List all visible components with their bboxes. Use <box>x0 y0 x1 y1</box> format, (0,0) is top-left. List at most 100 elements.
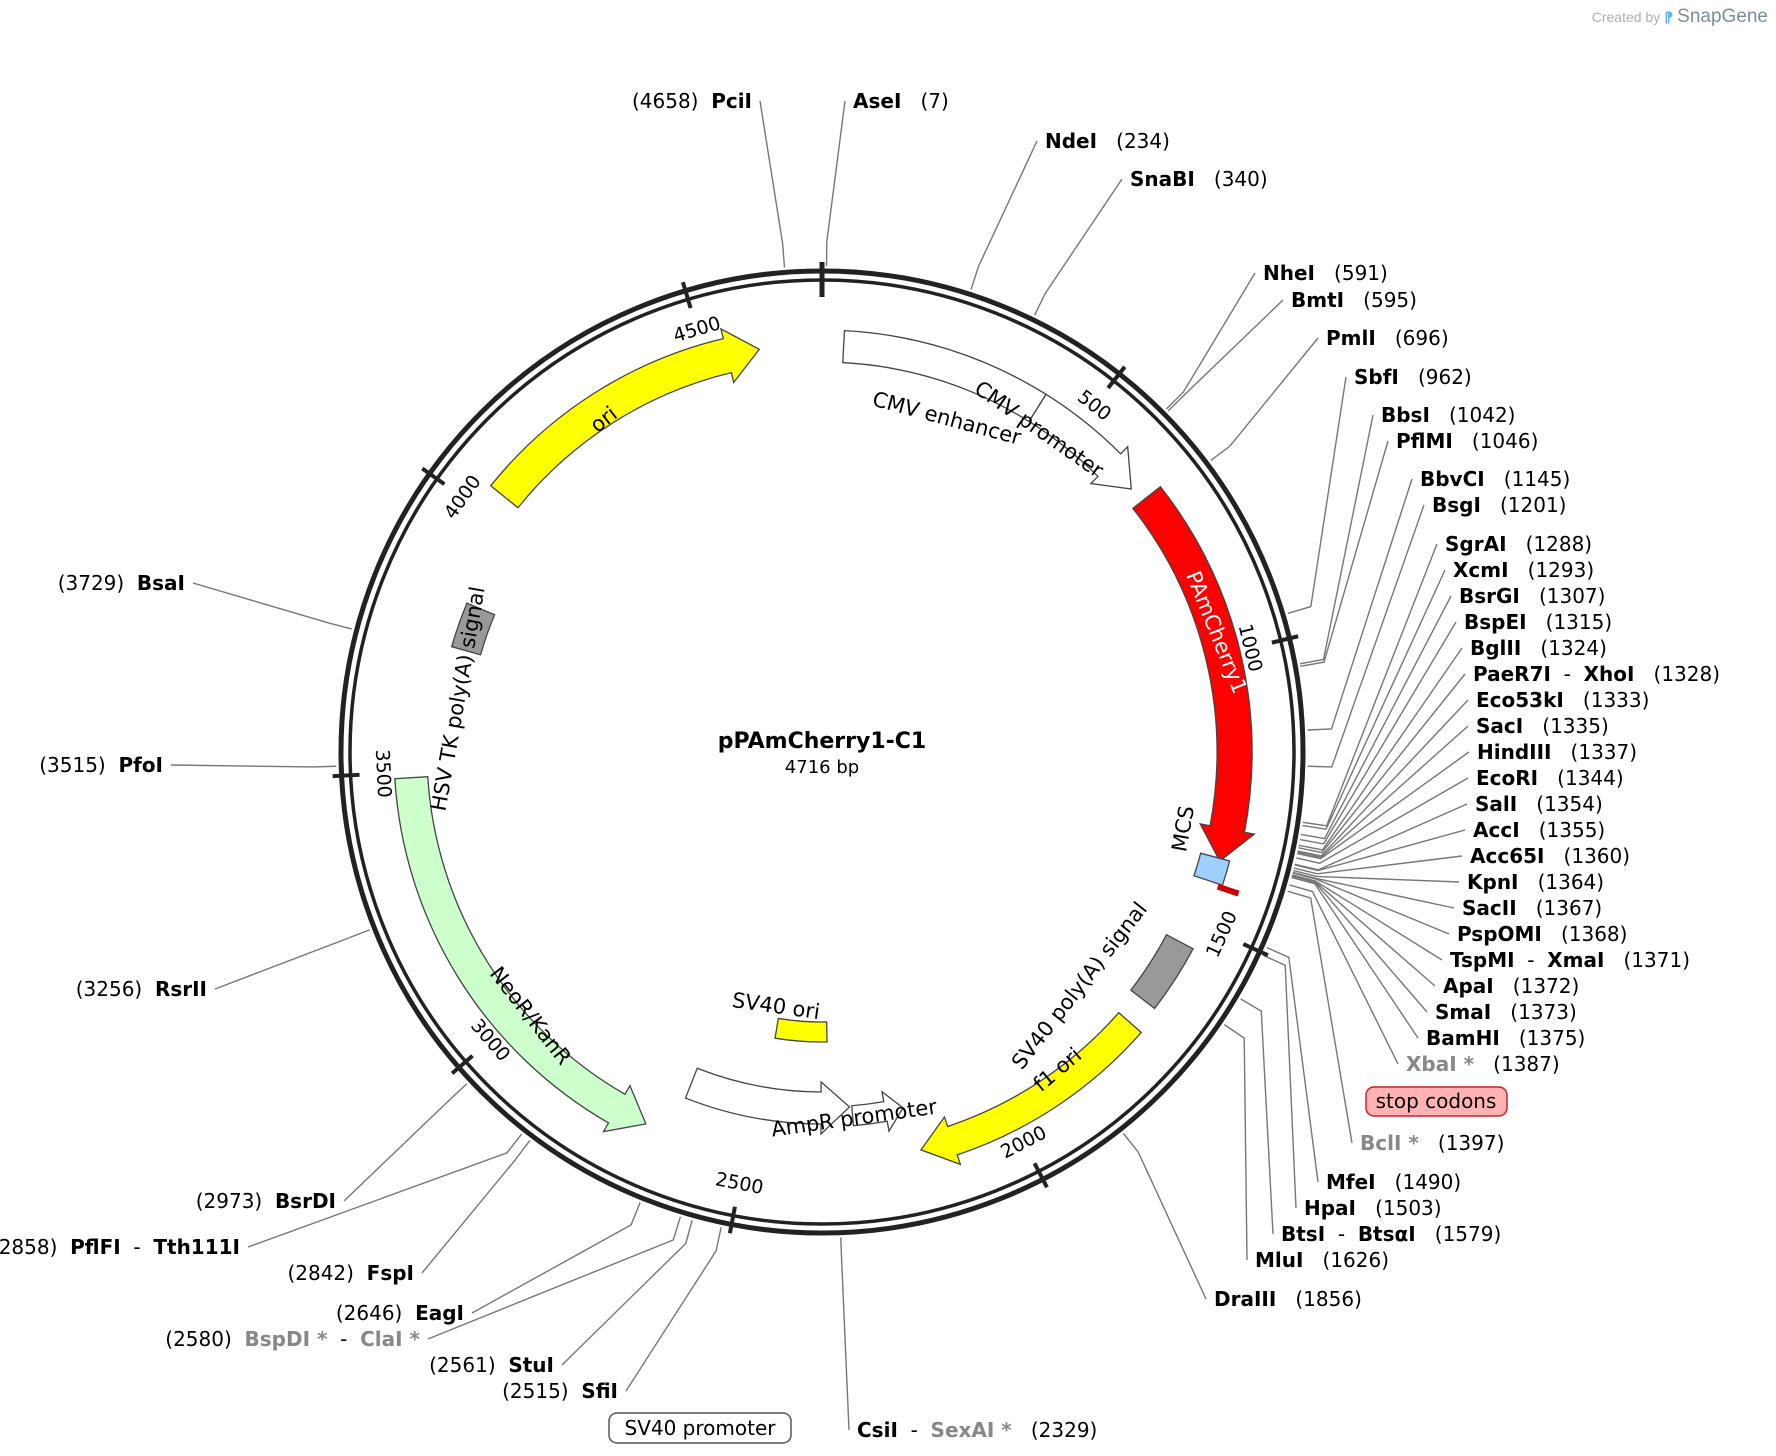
tick-label: 3500 <box>371 749 395 798</box>
site-leader-line <box>1307 478 1413 731</box>
site-leader-line <box>170 764 337 768</box>
site-label-pflmi: PflMI (1046) <box>1396 429 1538 453</box>
site-name: MfeI <box>1326 1170 1376 1194</box>
site-position: (1337) <box>1551 740 1637 764</box>
site-label-sbfi: SbfI (962) <box>1354 365 1472 389</box>
site-label-kpni: KpnI (1364) <box>1467 870 1604 894</box>
stop-codons-badge <box>1365 1086 1508 1117</box>
site-label-ecori: EcoRI (1344) <box>1476 766 1624 790</box>
site-name: EagI <box>415 1301 464 1325</box>
site-leader-line <box>1266 947 1319 1183</box>
tick-mark <box>1106 365 1127 390</box>
site-name: PfoI <box>118 753 163 777</box>
site-label-bbvci: BbvCI (1145) <box>1420 467 1570 491</box>
site-name: AseI <box>853 89 901 113</box>
site-label-btsi: BtsI - BtsαI (1579) <box>1281 1222 1501 1246</box>
site-label-bspdi: (2580) BspDI * - ClaI * <box>165 1327 420 1351</box>
site-name: SalI <box>1475 792 1517 816</box>
site-name-secondary: ClaI * <box>360 1327 420 1351</box>
site-label-sgrai: SgrAI (1288) <box>1445 532 1592 556</box>
site-name: SgrAI <box>1445 532 1507 556</box>
tick-label: 4000 <box>440 471 486 523</box>
site-name-secondary: Tth111I <box>153 1235 240 1259</box>
site-label-bbsi: BbsI (1042) <box>1381 403 1515 427</box>
site-leader-line <box>1289 884 1399 1065</box>
site-position: (1490) <box>1376 1170 1462 1194</box>
site-name: ApaI <box>1443 974 1494 998</box>
site-label-nhei: NheI (591) <box>1263 261 1388 285</box>
ori-feature <box>489 327 761 509</box>
site-position: (1288) <box>1507 532 1593 556</box>
site-position: (1355) <box>1520 818 1606 842</box>
site-leader-line <box>1122 1132 1207 1300</box>
label-hsv-tk-polya: HSV TK poly(A) signal <box>427 585 490 813</box>
site-label-snabi: SnaBI (340) <box>1130 167 1268 191</box>
site-position: (2842) <box>287 1261 366 1285</box>
site-leader-line <box>1291 876 1419 1039</box>
site-name: Eco53kI <box>1476 688 1564 712</box>
site-name: HpaI <box>1304 1196 1356 1220</box>
site-name: BsrGI <box>1459 584 1520 608</box>
site-leader-line <box>970 140 1038 290</box>
site-position: (595) <box>1344 288 1417 312</box>
site-leader-line <box>1297 699 1469 857</box>
site-name: TspMI <box>1450 948 1515 972</box>
site-position: (1328) <box>1634 662 1720 686</box>
cmv-promoter-feature <box>1028 393 1132 490</box>
sv40-poly-a-signal-feature <box>1129 933 1194 1010</box>
site-label-pcii: (4658) PciI <box>632 89 752 113</box>
site-position: (1373) <box>1491 1000 1577 1024</box>
site-name: BglII <box>1470 636 1521 660</box>
site-label-bmti: BmtI (595) <box>1291 288 1417 312</box>
site-position: (234) <box>1097 129 1170 153</box>
site-name: DraIII <box>1214 1287 1276 1311</box>
site-leader-line <box>1293 855 1463 875</box>
site-leader-lines <box>170 100 1470 1431</box>
site-leader-line <box>1165 272 1256 410</box>
site-leader-line <box>759 100 786 268</box>
site-label-bcli: BclI * (1397) <box>1360 1131 1504 1155</box>
site-label-stui: (2561) StuI <box>429 1353 554 1377</box>
site-position: (696) <box>1376 326 1449 350</box>
site-position: (7) <box>901 89 948 113</box>
tick-mark <box>450 1054 474 1075</box>
site-name: BmtI <box>1291 288 1344 312</box>
site-position: (1201) <box>1481 493 1567 517</box>
site-leader-line <box>1292 872 1450 935</box>
sv40-ori-feature <box>774 1017 828 1043</box>
features <box>394 327 1256 1166</box>
site-leader-line <box>1299 621 1457 845</box>
site-label-smai: SmaI (1373) <box>1435 1000 1577 1024</box>
site-name: AccI <box>1473 818 1520 842</box>
site-name-secondary: SexAI * <box>931 1418 1013 1442</box>
tick-mark <box>421 466 446 486</box>
site-name: BclI * <box>1360 1131 1419 1155</box>
site-separator: - <box>898 1418 931 1442</box>
site-name: NheI <box>1263 261 1315 285</box>
site-label-bglii: BglII (1324) <box>1470 636 1607 660</box>
site-label-asei: AseI (7) <box>853 89 949 113</box>
site-name: PflMI <box>1396 429 1453 453</box>
site-name: BspEI <box>1464 610 1527 634</box>
site-position: (2973) <box>196 1189 275 1213</box>
label-sv40-polya: SV40 poly(A) signal <box>1007 898 1152 1074</box>
site-name: FspI <box>367 1261 414 1285</box>
sv40-promoter-feature <box>684 1067 851 1136</box>
site-label-apai: ApaI (1372) <box>1443 974 1579 998</box>
site-name: Acc65I <box>1470 844 1544 868</box>
site-name: BspDI * <box>245 1327 328 1351</box>
site-leader-line <box>1287 890 1353 1144</box>
site-position: (2561) <box>429 1353 508 1377</box>
site-leader-line <box>421 1139 531 1274</box>
site-label-ndei: NdeI (234) <box>1045 129 1170 153</box>
site-name: SacII <box>1462 896 1517 920</box>
plasmid-name: pPAmCherry1-C1 <box>718 729 926 754</box>
snapgene-logo-icon: ⁋ <box>1664 9 1674 25</box>
sv40-promoter-label: SV40 promoter <box>625 1416 777 1440</box>
site-leader-line <box>427 1216 682 1340</box>
site-label-bspei: BspEI (1315) <box>1464 610 1612 634</box>
ampr-promoter-feature <box>851 1090 904 1133</box>
site-leader-line <box>1307 504 1425 768</box>
site-leader-line <box>561 1220 693 1366</box>
